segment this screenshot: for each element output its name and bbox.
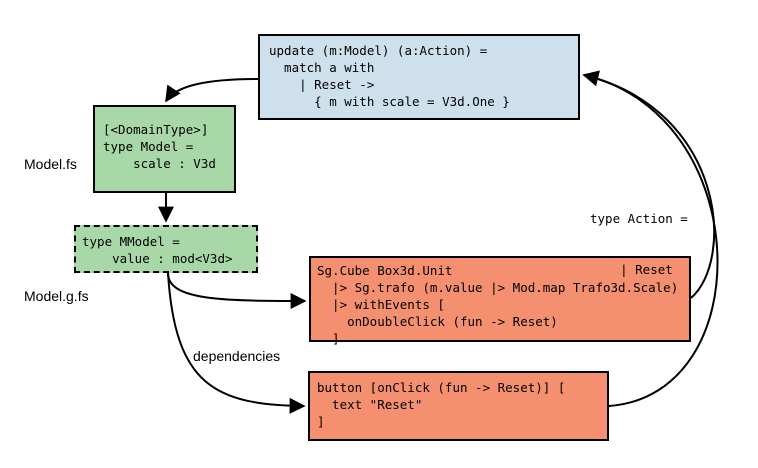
arrow-mmodel-to-button [167,272,306,414]
code-line: update (m:Model) (a:Action) = [269,43,488,58]
code-line: type Action = [590,211,688,226]
code-line: onDoubleClick (fun -> Reset) [317,314,558,329]
arrow-mmodel-to-cube [167,272,307,309]
arrow-update-to-model [165,78,259,103]
code-line: button [onClick (fun -> Reset)] [ [317,380,566,395]
action-type-label: type Action = | Reset [590,176,688,312]
dependencies-label: dependencies [193,348,281,364]
code-line: scale : V3d [103,156,216,171]
code-line: value : mod<V3d> [82,251,233,266]
reset-button-view-box: button [onClick (fun -> Reset)] [ text "… [308,371,609,441]
model-type-box: [<DomainType>] type Model = scale : V3d [93,105,236,193]
update-function-box: update (m:Model) (a:Action) = match a wi… [258,34,580,120]
arrow-button-to-update [582,70,719,407]
code-line: type MModel = [82,234,180,249]
code-line: type Model = [103,139,194,154]
code-line: { m with scale = V3d.One } [269,94,510,109]
model-fs-label: Model.fs [24,156,77,172]
cube-scenegraph-box: Sg.Cube Box3d.Unit |> Sg.trafo (m.value … [309,256,691,346]
code-line: match a with [269,60,375,75]
code-line: ] [317,331,340,346]
code-line: |> withEvents [ [317,297,445,312]
code-line: Sg.Cube Box3d.Unit [317,263,453,278]
code-line: text "Reset" [317,397,423,412]
code-line: |> Sg.trafo (m.value |> Mod.map Trafo3d.… [317,280,679,295]
code-line: ] [317,414,325,429]
code-line: [<DomainType>] [103,122,209,137]
mmodel-type-box: type MModel = value : mod<V3d> [74,225,258,273]
model-g-fs-label: Model.g.fs [24,288,89,304]
code-line: | Reset [590,262,673,277]
code-line: | Reset -> [269,77,375,92]
